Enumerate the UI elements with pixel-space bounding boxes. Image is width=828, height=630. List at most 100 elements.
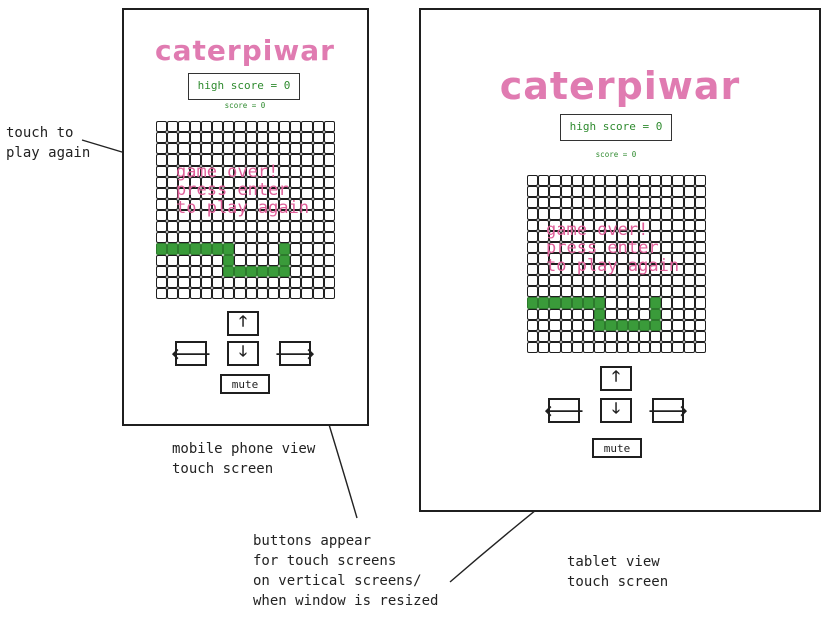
grid-cell bbox=[538, 341, 550, 353]
mobile-left-button[interactable]: 🡐 bbox=[171, 341, 211, 366]
grid-cell bbox=[211, 165, 224, 177]
grid-cell bbox=[594, 230, 606, 242]
grid-cell bbox=[223, 132, 235, 144]
grid-cell bbox=[267, 176, 280, 188]
grid-cell bbox=[234, 198, 246, 210]
grid-cell bbox=[661, 252, 673, 264]
grid-cell bbox=[538, 186, 550, 198]
grid-cell bbox=[627, 341, 639, 353]
grid-cell bbox=[312, 154, 324, 166]
grid-cell bbox=[571, 330, 583, 342]
grid-cell bbox=[538, 208, 550, 220]
grid-cell bbox=[200, 276, 212, 288]
tablet-mute-button[interactable]: mute bbox=[592, 438, 642, 458]
grid-cell bbox=[189, 210, 201, 222]
grid-cell bbox=[156, 210, 168, 222]
grid-cell bbox=[661, 341, 673, 353]
snake-segment bbox=[594, 308, 606, 320]
grid-cell bbox=[538, 330, 550, 342]
grid-cell bbox=[638, 308, 651, 320]
grid-cell bbox=[594, 330, 606, 342]
grid-cell bbox=[571, 252, 583, 264]
grid-cell bbox=[234, 287, 246, 299]
snake-segment bbox=[167, 243, 179, 255]
grid-cell bbox=[605, 208, 617, 220]
grid-cell bbox=[245, 132, 257, 144]
grid-cell bbox=[683, 286, 695, 298]
grid-cell bbox=[638, 264, 651, 276]
mobile-game-grid[interactable] bbox=[156, 121, 335, 299]
grid-cell bbox=[627, 286, 639, 298]
snake-segment bbox=[223, 254, 235, 266]
grid-cell bbox=[245, 221, 257, 233]
grid-cell bbox=[234, 210, 246, 222]
grid-cell bbox=[312, 176, 324, 188]
grid-cell bbox=[582, 308, 595, 320]
grid-cell bbox=[323, 232, 335, 244]
grid-cell bbox=[672, 330, 684, 342]
grid-cell bbox=[694, 197, 706, 209]
grid-cell bbox=[267, 221, 280, 233]
mobile-down-button[interactable]: 🡓 bbox=[227, 341, 259, 366]
grid-cell bbox=[178, 287, 190, 299]
grid-cell bbox=[549, 341, 561, 353]
grid-cell bbox=[549, 330, 561, 342]
grid-cell bbox=[290, 276, 302, 288]
grid-cell bbox=[661, 230, 673, 242]
snake-segment bbox=[605, 319, 617, 331]
grid-cell bbox=[178, 132, 190, 144]
grid-cell bbox=[527, 252, 539, 264]
grid-cell bbox=[661, 308, 673, 320]
grid-cell bbox=[312, 265, 324, 277]
grid-cell bbox=[549, 219, 561, 231]
grid-cell bbox=[312, 254, 324, 266]
grid-cell bbox=[582, 230, 595, 242]
grid-cell bbox=[211, 276, 224, 288]
grid-cell bbox=[549, 319, 561, 331]
grid-cell bbox=[560, 197, 572, 209]
grid-cell bbox=[245, 143, 257, 155]
grid-cell bbox=[156, 176, 168, 188]
mobile-right-button[interactable]: 🡒 bbox=[275, 341, 315, 366]
grid-cell bbox=[694, 308, 706, 320]
grid-cell bbox=[301, 210, 313, 222]
grid-cell bbox=[200, 143, 212, 155]
mobile-title: caterpiwar bbox=[155, 34, 335, 67]
grid-cell bbox=[672, 297, 684, 309]
grid-cell bbox=[167, 154, 179, 166]
grid-cell bbox=[571, 208, 583, 220]
grid-cell bbox=[223, 210, 235, 222]
tablet-down-button[interactable]: 🡓 bbox=[600, 398, 632, 423]
mobile-mute-button[interactable]: mute bbox=[220, 374, 270, 394]
grid-cell bbox=[638, 175, 651, 187]
grid-cell bbox=[323, 132, 335, 144]
grid-cell bbox=[290, 165, 302, 177]
grid-cell bbox=[672, 252, 684, 264]
grid-cell bbox=[549, 241, 561, 253]
grid-cell bbox=[616, 330, 628, 342]
tablet-right-button[interactable]: 🡒 bbox=[648, 398, 688, 423]
tablet-game-grid[interactable] bbox=[527, 175, 706, 353]
grid-cell bbox=[290, 132, 302, 144]
grid-cell bbox=[582, 186, 595, 198]
grid-cell bbox=[323, 276, 335, 288]
grid-cell bbox=[661, 208, 673, 220]
grid-cell bbox=[616, 264, 628, 276]
grid-cell bbox=[527, 319, 539, 331]
tablet-up-button[interactable]: 🡑 bbox=[600, 366, 632, 391]
grid-cell bbox=[672, 208, 684, 220]
grid-cell bbox=[156, 187, 168, 199]
grid-cell bbox=[571, 230, 583, 242]
grid-cell bbox=[616, 208, 628, 220]
mobile-up-button[interactable]: 🡑 bbox=[227, 311, 259, 336]
tablet-left-button[interactable]: 🡐 bbox=[544, 398, 584, 423]
tablet-view-label: tablet view touch screen bbox=[567, 554, 669, 590]
grid-cell bbox=[582, 241, 595, 253]
grid-cell bbox=[189, 132, 201, 144]
grid-cell bbox=[538, 308, 550, 320]
grid-cell bbox=[178, 121, 190, 133]
grid-cell bbox=[672, 286, 684, 298]
grid-cell bbox=[312, 210, 324, 222]
grid-cell bbox=[683, 175, 695, 187]
grid-cell bbox=[234, 154, 246, 166]
